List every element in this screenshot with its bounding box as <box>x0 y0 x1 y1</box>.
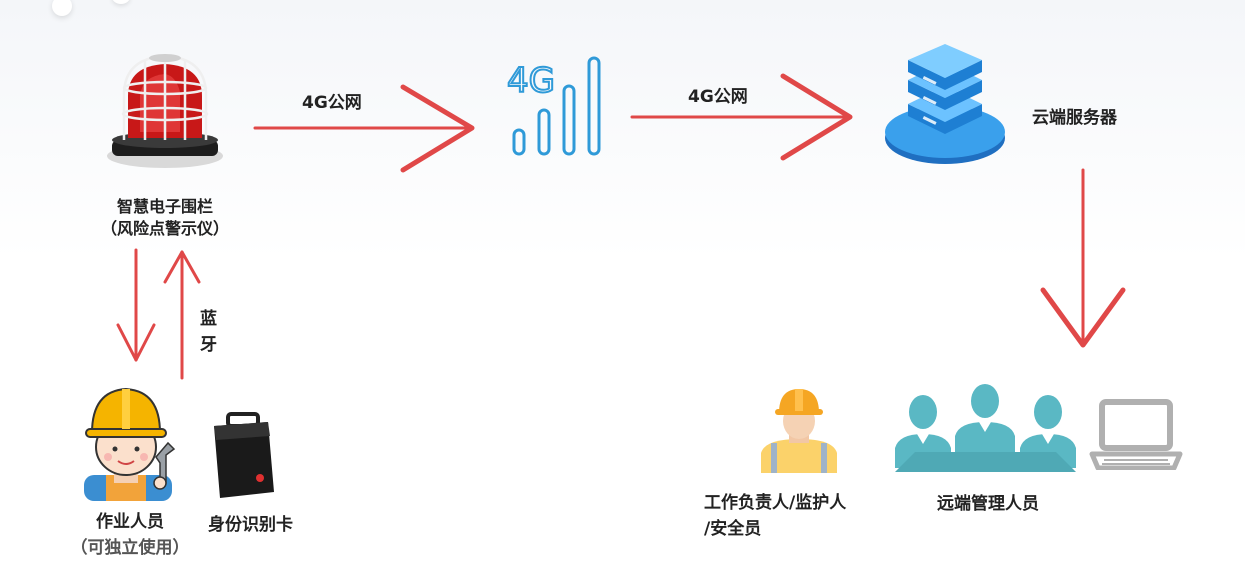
bluetooth-char-1: 蓝 <box>200 309 217 329</box>
decor-dot <box>112 0 130 4</box>
worker-label-line2: （可独立使用） <box>70 538 190 558</box>
supervisor-label-line1: 工作负责人/监护人 <box>704 493 847 513</box>
supervisor-label: 工作负责人/监护人 /安全员 <box>704 490 846 542</box>
supervisor-label-line2: /安全员 <box>704 519 762 539</box>
remote-management-icon <box>895 384 1076 472</box>
device-label: 智慧电子围栏 （风险点警示仪） <box>70 196 260 240</box>
worker-label: 作业人员 （可独立使用） <box>40 509 220 561</box>
edge-label-4g-public-1: 4G公网 <box>302 93 362 113</box>
network-4g-text: 4G <box>507 61 555 101</box>
edge-label-4g-public-2: 4G公网 <box>688 87 748 107</box>
device-label-line2: （风险点警示仪） <box>100 219 229 238</box>
decor-dot <box>52 0 72 16</box>
device-label-line1: 智慧电子围栏 <box>116 197 213 216</box>
arrow-4g-to-server <box>630 73 853 161</box>
id-card-icon <box>214 412 274 498</box>
cloud-server-icon <box>885 44 1005 164</box>
arrow-device-to-4g <box>253 84 475 173</box>
arrow-device-to-worker <box>116 248 156 362</box>
network-4g-icon: 4G <box>506 56 601 156</box>
server-label: 云端服务器 <box>1032 108 1117 128</box>
arrow-bluetooth-up <box>163 250 201 380</box>
remote-label: 远端管理人员 <box>937 494 1039 514</box>
arrow-server-to-remote <box>1040 168 1126 348</box>
bluetooth-char-2: 牙 <box>200 335 217 355</box>
warning-light-icon <box>107 54 223 168</box>
worker-label-line1: 作业人员 <box>96 512 164 532</box>
laptop-icon <box>1089 399 1183 470</box>
edge-label-bluetooth: 蓝 牙 <box>200 306 217 358</box>
worker-icon <box>84 387 176 501</box>
id-card-label: 身份识别卡 <box>208 515 293 535</box>
supervisor-icon <box>761 389 837 473</box>
